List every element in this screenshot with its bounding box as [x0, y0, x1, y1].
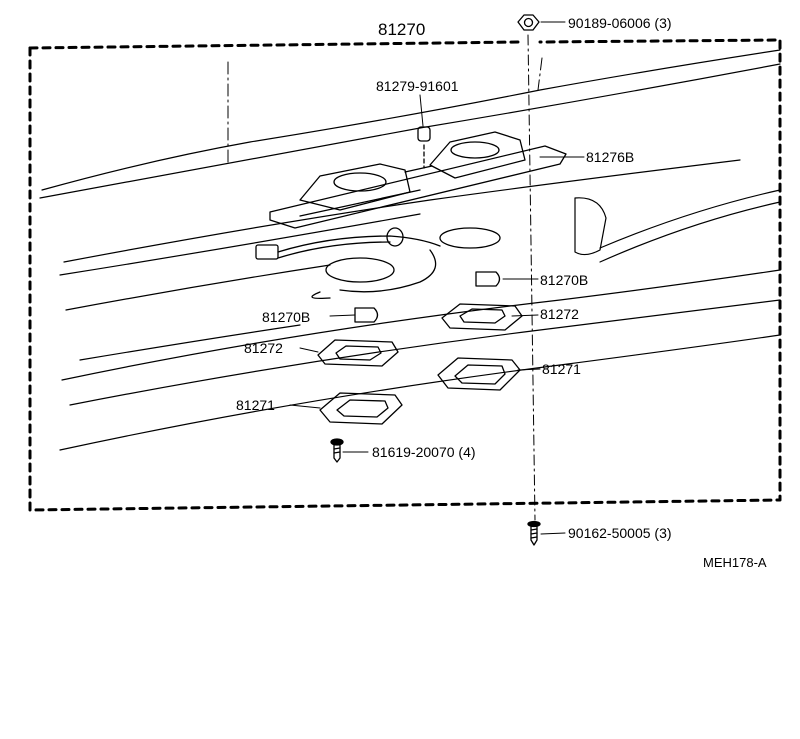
assembly-boundary — [28, 38, 782, 512]
lens-right — [437, 357, 541, 391]
fastener-axis — [527, 34, 536, 521]
callout-screw-small: 81619-20070 (4) — [372, 444, 476, 460]
bulb-left — [329, 307, 379, 323]
callout-bulb-right: 81270B — [540, 272, 589, 288]
lens-left — [289, 392, 403, 425]
callout-nut-top: 90189-06006 (3) — [568, 15, 672, 31]
callout-bulb-left: 81270B — [262, 309, 311, 325]
figure-code: MEH178-A — [703, 555, 767, 570]
callout-grommet: 81279-91601 — [376, 78, 459, 94]
screw-bottom — [527, 520, 566, 546]
callout-lens-left: 81271 — [236, 397, 275, 413]
leader-lines — [419, 94, 585, 158]
grommet — [417, 126, 431, 169]
callout-gasket-right: 81272 — [540, 306, 579, 322]
bulb-right — [475, 271, 539, 287]
callout-screw-bottom: 90162-50005 (3) — [568, 525, 672, 541]
wire-harness — [255, 227, 501, 300]
callout-lens-right: 81271 — [542, 361, 581, 377]
screw-small — [330, 438, 369, 463]
gasket-left — [299, 339, 399, 367]
panel-dash-lines — [227, 57, 543, 166]
lamp-housing — [269, 131, 567, 229]
door-panel-lines — [39, 49, 781, 451]
assembly-number-label: 81270 — [378, 20, 426, 39]
gasket-right — [441, 303, 539, 331]
callout-lamp-housing: 81276B — [586, 149, 635, 165]
panel-recess — [574, 197, 607, 256]
callout-gasket-left: 81272 — [244, 340, 283, 356]
nut-top — [517, 14, 566, 31]
